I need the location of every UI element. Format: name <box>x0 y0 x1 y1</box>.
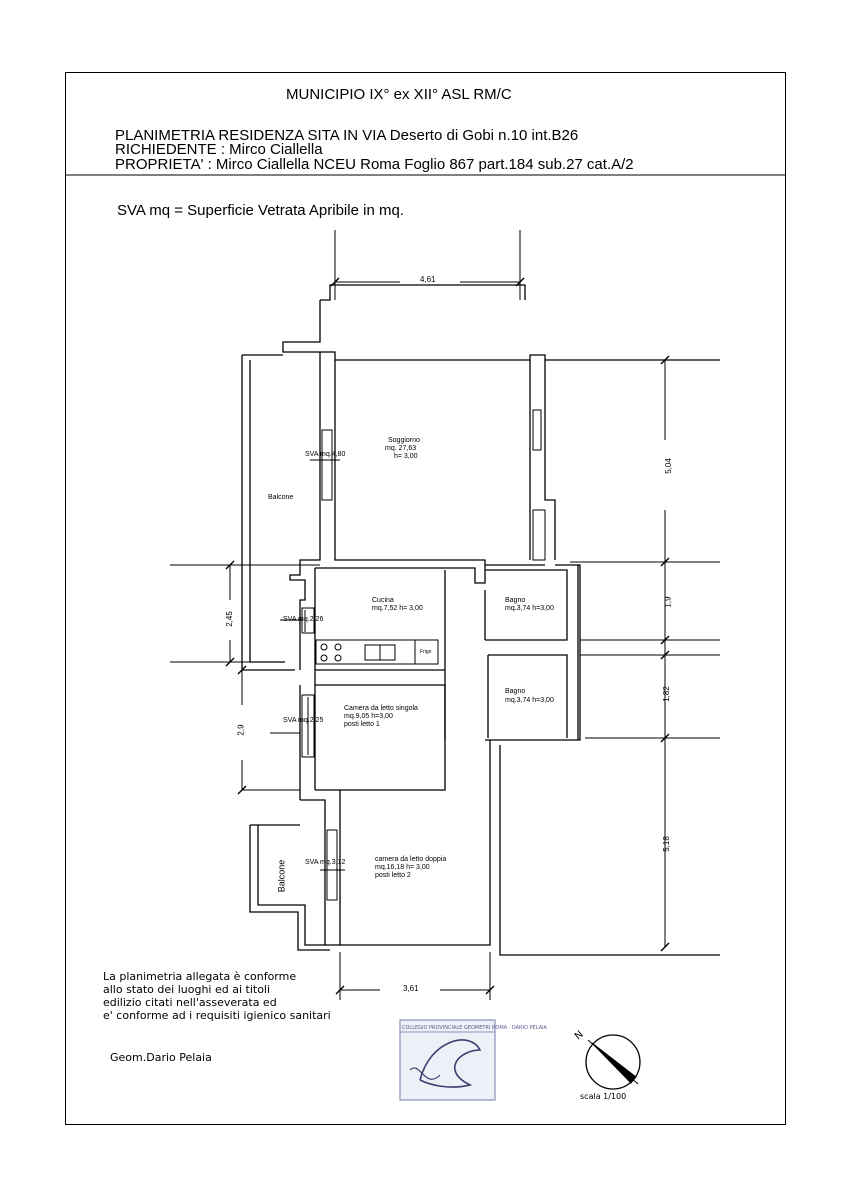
bagno-2-name: Bagno <box>505 688 526 695</box>
cucina-top <box>315 565 486 584</box>
dimension-ticks <box>225 277 670 995</box>
bagno-2-area: mq.3,74 h=3,00 <box>505 697 554 704</box>
sva-cucina: SVA mq.2,26 <box>283 616 324 623</box>
soggiorno-area: mq. 27,63 <box>385 445 417 452</box>
dim-top-width: 4,61 <box>420 275 436 284</box>
dim-right-1: 5,04 <box>663 458 673 474</box>
geometra-stamp <box>399 1019 496 1101</box>
conformity-declaration: La planimetria allegata è conforme allo … <box>103 970 331 1022</box>
frigo-label: Frigo <box>420 649 432 655</box>
bagno-1-area: mq.3,74 h=3,00 <box>505 605 554 612</box>
dim-left-1: 2,45 <box>224 611 234 627</box>
camera-doppia-left <box>300 799 340 946</box>
camera-singola <box>315 684 446 791</box>
dim-left-2: 2,9 <box>236 724 246 736</box>
soggiorno-name: Soggiorno <box>388 437 420 444</box>
right-bottom-wall <box>499 745 720 956</box>
stamp-text: COLLEGIO PROVINCIALE GEOMETRI ROMA · DAR… <box>402 1025 547 1031</box>
dim-right-2: 1,9 <box>663 596 673 608</box>
drawing-frame <box>65 72 786 1125</box>
dim-right-3: 1,82 <box>661 686 671 702</box>
camera-singola-posti: posti letto 1 <box>344 721 380 728</box>
bagno1 <box>485 569 568 641</box>
bagno2 <box>488 654 568 738</box>
camera-singola-area: mq.9,05 h=3,00 <box>344 713 393 720</box>
top-wall <box>320 284 526 301</box>
camera-singola-name: Camera da letto singola <box>344 705 418 712</box>
scale-label: scala 1/100 <box>580 1092 627 1101</box>
proprieta-line: PROPRIETA' : Mirco Ciallella NCEU Roma F… <box>115 156 634 173</box>
signature-name: Geom.Dario Pelaia <box>110 1051 212 1064</box>
balcone-2-label: Balcone <box>276 859 287 893</box>
camera-doppia <box>339 740 491 946</box>
sva-legend: SVA mq = Superficie Vetrata Apribile in … <box>117 202 404 219</box>
camera-doppia-area: mq.16,18 h= 3,00 <box>375 864 430 871</box>
balcone-bottom-outer <box>257 825 325 946</box>
sva-soggiorno: SVA mq.4,80 <box>305 451 346 458</box>
municipio-title: MUNICIPIO IX° ex XII° ASL RM/C <box>286 86 512 103</box>
sva-camera-doppia: SVA mq.3,12 <box>305 859 346 866</box>
compass-north-label: N <box>573 1029 586 1042</box>
soggiorno-height: h= 3,00 <box>394 453 418 460</box>
balcone-1-label: Balcone <box>268 494 294 501</box>
living-left-wall <box>289 352 321 670</box>
compass <box>585 1034 641 1090</box>
planimetria-title: PLANIMETRIA RESIDENZA SITA IN VIA Desert… <box>115 127 579 144</box>
balcone-bottom-inner <box>249 825 330 951</box>
bagno-1-name: Bagno <box>505 597 526 604</box>
sva-camera-singola: SVA mq.2,25 <box>283 717 324 724</box>
bagno-right <box>485 564 581 741</box>
richiedente-line: RICHIEDENTE : Mirco Ciallella <box>115 141 323 158</box>
soggiorno-inner <box>334 360 545 566</box>
cucina-name: Cucina <box>372 597 394 604</box>
kitchen-fixtures <box>315 639 439 665</box>
soggiorno-outer <box>282 300 556 560</box>
camera-doppia-name: camera da letto doppia <box>375 856 447 863</box>
dimension-lines <box>170 230 720 1000</box>
cucina-area: mq.7,52 h= 3,00 <box>372 605 423 612</box>
dim-bottom-width: 3,61 <box>403 984 419 993</box>
balcone-left-inner <box>249 360 285 663</box>
camera-doppia-posti: posti letto 2 <box>375 872 411 879</box>
dim-right-4: 5,18 <box>661 836 671 852</box>
